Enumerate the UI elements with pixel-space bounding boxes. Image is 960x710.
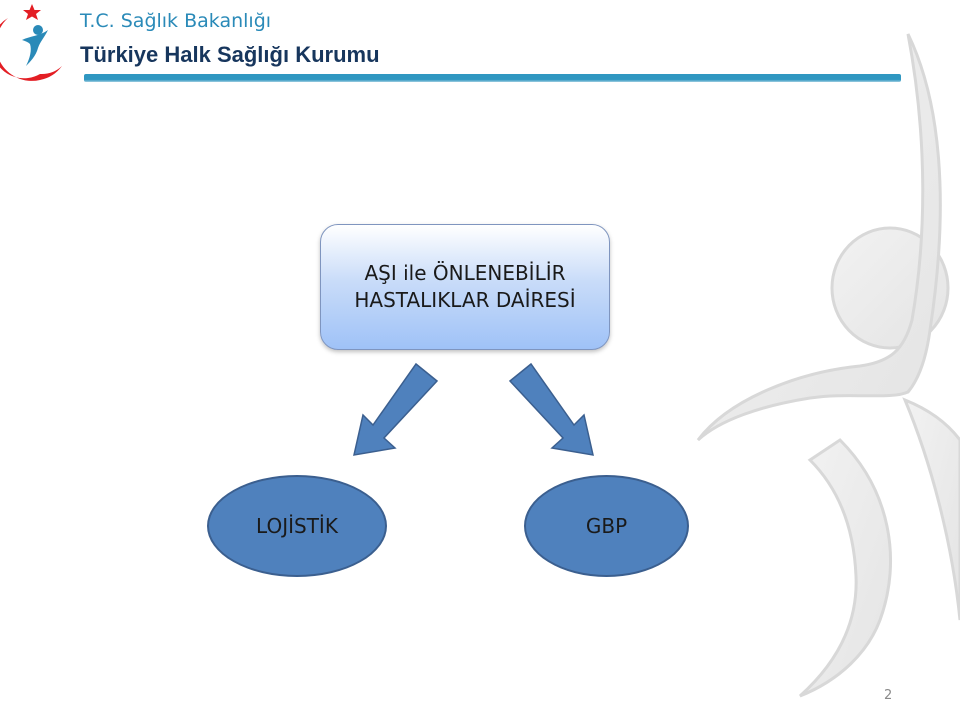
arrow-to-right-icon [508,362,594,456]
department-box: AŞI ile ÖNLENEBİLİR HASTALIKLAR DAİRESİ [320,224,610,350]
logistics-node: LOJİSTİK [207,475,387,577]
ministry-of-health-logo-icon [0,4,62,81]
gbp-node-label: GBP [585,514,628,538]
page-number: 2 [884,688,893,703]
gbp-node: GBP [524,475,689,577]
ministry-title: T.C. Sağlık Bakanlığı [80,10,272,32]
institution-title: Türkiye Halk Sağlığı Kurumu [80,42,380,67]
department-box-line1: AŞI ile ÖNLENEBİLİR [364,261,566,285]
arrow-to-left-icon [353,362,439,456]
header-rule [84,74,901,82]
human-figure-watermark-icon [696,33,960,698]
department-box-line2: HASTALIKLAR DAİRESİ [354,288,576,312]
logistics-node-label: LOJİSTİK [256,514,338,538]
